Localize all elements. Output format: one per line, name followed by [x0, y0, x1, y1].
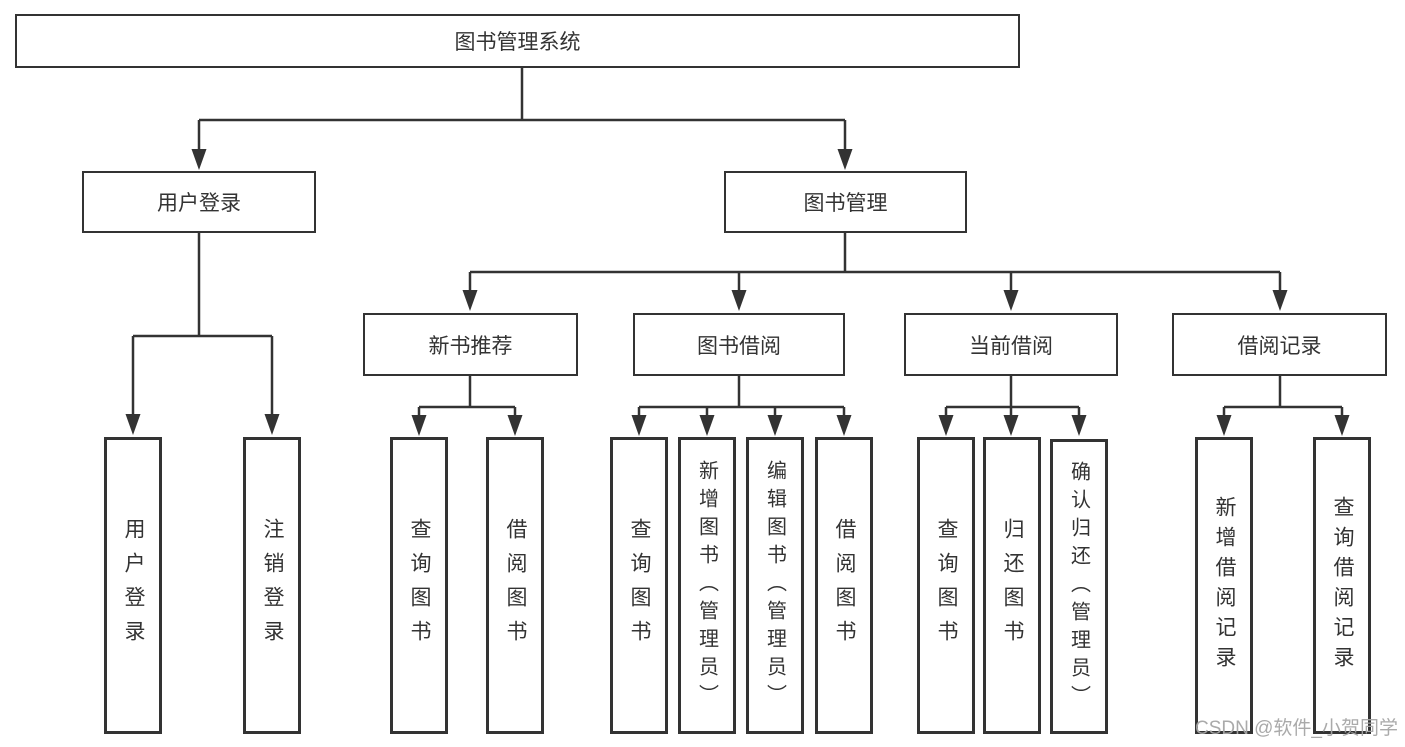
- arrowheads: [125, 149, 1350, 436]
- node-book-borrowing: 图书借阅: [633, 313, 845, 376]
- node-user-login: 用户登录: [82, 171, 316, 233]
- node-book-management: 图书管理: [724, 171, 967, 233]
- leaf-edit-books-admin: 编辑图书（管理员）: [746, 437, 804, 734]
- node-label: 注销登录: [261, 517, 284, 654]
- node-label: 新增借阅记录: [1213, 495, 1236, 676]
- node-label: 图书借阅: [697, 334, 781, 358]
- node-label: 借阅图书: [833, 517, 856, 654]
- leaf-add-books-admin: 新增图书（管理员）: [678, 437, 736, 734]
- node-label: 查询图书: [628, 517, 651, 654]
- node-label: 归还图书: [1001, 517, 1024, 654]
- node-label: 确认归还（管理员）: [1067, 460, 1090, 713]
- node-new-book-recommend: 新书推荐: [363, 313, 578, 376]
- node-label: 借阅图书: [504, 517, 527, 654]
- leaf-current-query-books: 查询图书: [917, 437, 975, 734]
- leaf-logout: 注销登录: [243, 437, 301, 734]
- node-label: 用户登录: [122, 517, 145, 654]
- leaf-borrowing-query-books: 查询图书: [610, 437, 668, 734]
- node-label: 编辑图书（管理员）: [763, 459, 786, 712]
- node-label: 新增图书（管理员）: [695, 459, 718, 712]
- node-label: 用户登录: [157, 192, 241, 215]
- node-library-management-system: 图书管理系统: [15, 14, 1020, 68]
- leaf-recommend-borrow-books: 借阅图书: [486, 437, 544, 734]
- leaf-recommend-query-books: 查询图书: [390, 437, 448, 734]
- node-label: 查询图书: [408, 517, 431, 654]
- node-label: 图书管理: [803, 192, 888, 215]
- node-borrowing-records: 借阅记录: [1172, 313, 1387, 376]
- node-label: 借阅记录: [1237, 334, 1322, 358]
- node-label: 查询借阅记录: [1331, 495, 1354, 676]
- node-label: 新书推荐: [428, 334, 513, 358]
- leaf-user-login: 用户登录: [104, 437, 162, 734]
- node-label: 当前借阅: [969, 334, 1053, 358]
- csdn-watermark: CSDN @软件_小贺同学: [1195, 718, 1398, 739]
- leaf-query-borrow-record: 查询借阅记录: [1313, 437, 1371, 734]
- leaf-borrowing-borrow-books: 借阅图书: [815, 437, 873, 734]
- leaf-confirm-return-admin: 确认归还（管理员）: [1050, 439, 1108, 734]
- node-current-borrowing: 当前借阅: [904, 313, 1118, 376]
- leaf-return-books: 归还图书: [983, 437, 1041, 734]
- leaf-add-borrow-record: 新增借阅记录: [1195, 437, 1253, 734]
- node-label: 图书管理系统: [454, 31, 581, 54]
- node-label: 查询图书: [935, 517, 958, 654]
